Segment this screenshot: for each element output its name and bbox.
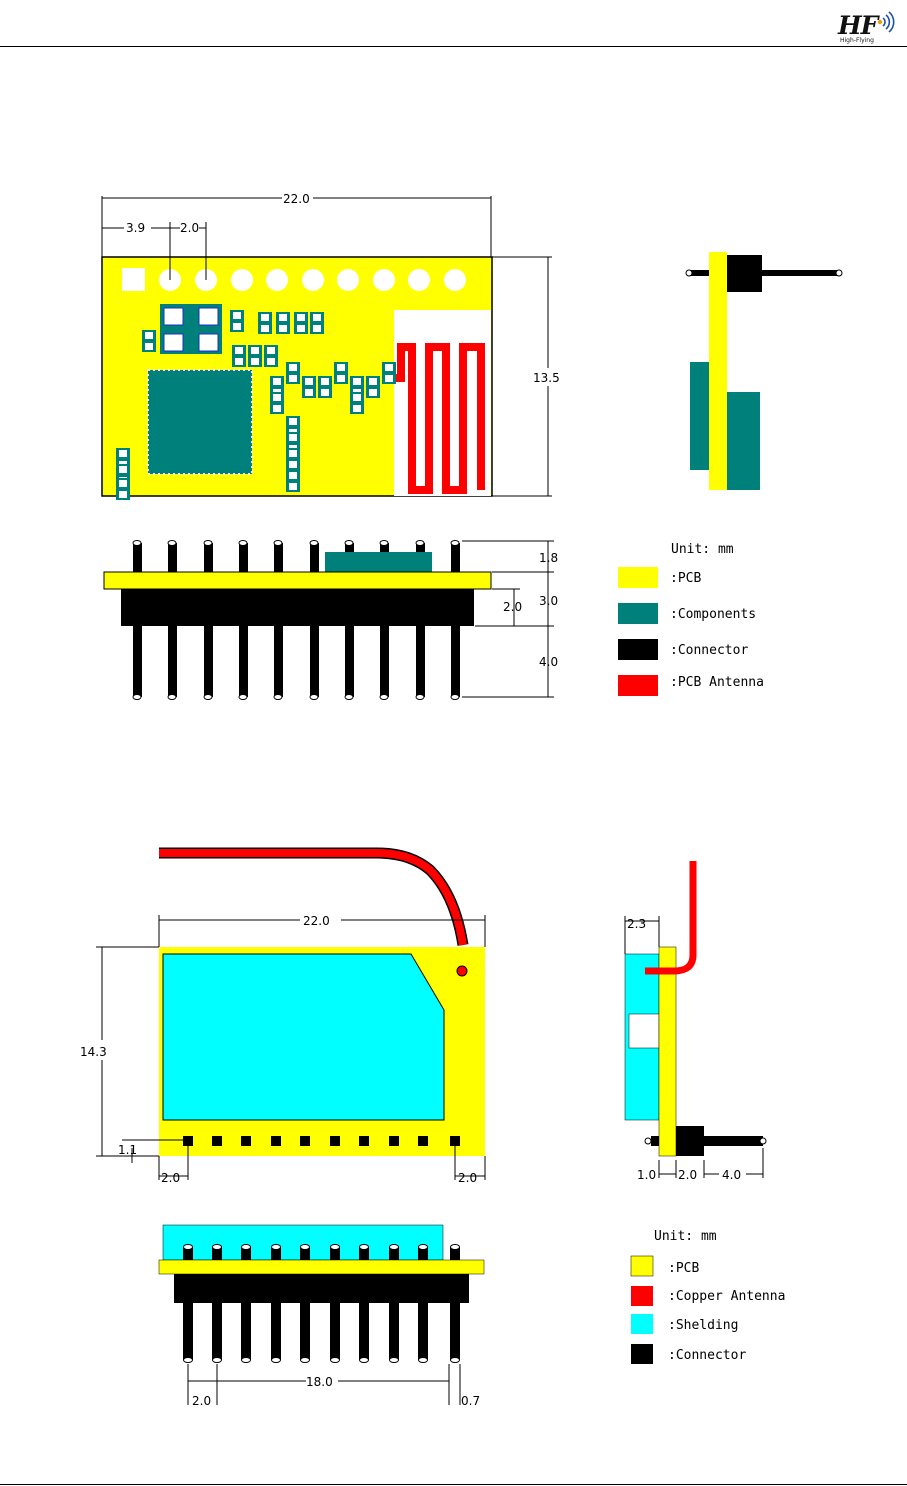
fig2-dim-side-a: 1.0 <box>637 1168 656 1182</box>
smd-component <box>116 478 130 500</box>
fig2-legend: Unit: mm :PCB :Copper Antenna :Shelding … <box>631 1229 785 1364</box>
legend-swatch-components <box>618 603 658 624</box>
smd-component <box>270 392 284 414</box>
fig2-dim-height: 14.3 <box>80 1045 107 1059</box>
smd-component <box>286 470 300 492</box>
smd-component <box>382 362 396 384</box>
fig1-legend-unit: Unit: mm <box>671 542 734 557</box>
smd-component <box>310 312 324 334</box>
legend-swatch-antenna <box>618 675 658 696</box>
fig1-pad-square <box>122 268 145 291</box>
fig1-legend: Unit: mm :PCB :Components :Connector :PC… <box>618 542 764 696</box>
legend-swatch-connector <box>618 639 658 660</box>
fig1-legend-antenna: :PCB Antenna <box>670 675 764 690</box>
fig2-dim-thickness: 2.3 <box>627 917 646 931</box>
pin-pad <box>330 1136 340 1146</box>
pin-pad <box>389 1136 399 1146</box>
legend2-swatch-shield <box>631 1314 653 1334</box>
fig1-dim-width: 22.0 <box>283 192 310 206</box>
legend2-swatch-antenna <box>631 1286 653 1306</box>
fig2-dim-width: 22.0 <box>303 914 330 928</box>
fig1-dim-height: 13.5 <box>533 371 560 385</box>
smd-component <box>230 310 244 332</box>
fig1-dim-pin-top: 1.8 <box>539 551 558 565</box>
fig2-legend-unit: Unit: mm <box>654 1229 717 1244</box>
legend2-swatch-connector <box>631 1344 653 1364</box>
footer-rule <box>0 1484 907 1485</box>
fig1-legend-components: :Components <box>670 607 756 622</box>
fig1-dim-pitch: 2.0 <box>180 221 199 235</box>
legend-swatch-pcb <box>618 567 658 588</box>
fig1-main-chip <box>148 370 252 474</box>
fig2-top-view: 22.0 14.3 1.1 2.0 2.0 <box>80 853 485 1185</box>
pin-pad <box>241 1136 251 1146</box>
smd-component <box>286 362 300 384</box>
fig1-top-view: 22.0 3.9 2.0 13.5 <box>102 192 560 500</box>
fig1-crystal <box>160 304 222 354</box>
fig1-front-view: 1.8 3.0 2.0 4.0 <box>104 541 558 700</box>
fig1-dim-offset: 3.9 <box>126 221 145 235</box>
legend2-swatch-pcb <box>631 1256 653 1276</box>
fig2-dim-left-margin: 2.0 <box>161 1171 180 1185</box>
fig1-side-view <box>686 252 842 490</box>
smd-component <box>302 376 316 398</box>
pin-pad <box>359 1136 369 1146</box>
smd-component <box>318 376 332 398</box>
fig1-pads <box>159 269 466 291</box>
smd-component <box>248 345 262 367</box>
fig1-dim-pin-bottom: 4.0 <box>539 655 558 669</box>
fig2-dim-span: 18.0 <box>306 1375 333 1389</box>
fig2-dim-pitch: 2.0 <box>192 1394 211 1408</box>
smd-component <box>258 312 272 334</box>
fig1-dim-gap: 2.0 <box>503 600 522 614</box>
fig1-dim-body: 3.0 <box>539 594 558 608</box>
fig1-legend-pcb: :PCB <box>670 571 701 586</box>
fig2-side-view: 2.3 1.0 2.0 4.0 <box>625 861 766 1182</box>
fig2-front-view: 2.0 18.0 0.7 <box>159 1225 484 1408</box>
fig1-front-connector <box>121 589 474 626</box>
fig2-dim-pin-offset: 1.1 <box>118 1143 137 1157</box>
fig2-legend-connector: :Connector <box>668 1348 746 1363</box>
smd-component <box>264 345 278 367</box>
smd-component <box>286 448 300 470</box>
fig2-dim-side-c: 4.0 <box>722 1168 741 1182</box>
smd-component <box>232 345 246 367</box>
smd-component <box>142 330 156 352</box>
pin-pad <box>300 1136 310 1146</box>
fig2-front-connector <box>174 1274 469 1303</box>
smd-component <box>350 392 364 414</box>
smd-component <box>334 362 348 384</box>
fig2-shield <box>163 954 444 1120</box>
smd-component <box>366 376 380 398</box>
smd-component <box>276 312 290 334</box>
fig2-legend-shield: :Shelding <box>668 1318 738 1333</box>
fig1-front-pcb <box>104 572 491 589</box>
fig2-dim-right-margin: 2.0 <box>458 1171 477 1185</box>
fig2-legend-antenna: :Copper Antenna <box>668 1289 785 1304</box>
pin-pad <box>212 1136 222 1146</box>
fig2-legend-pcb: :PCB <box>668 1261 699 1276</box>
fig2-front-pcb <box>159 1260 484 1274</box>
fig1-front-components <box>325 552 432 572</box>
fig2-antenna-feed <box>457 966 467 976</box>
fig2-dim-side-b: 2.0 <box>678 1168 697 1182</box>
fig2-dim-pin-width: 0.7 <box>461 1394 480 1408</box>
fig1-legend-connector: :Connector <box>670 643 748 658</box>
smd-component <box>294 312 308 334</box>
pin-pad <box>418 1136 428 1146</box>
pin-pad <box>271 1136 281 1146</box>
